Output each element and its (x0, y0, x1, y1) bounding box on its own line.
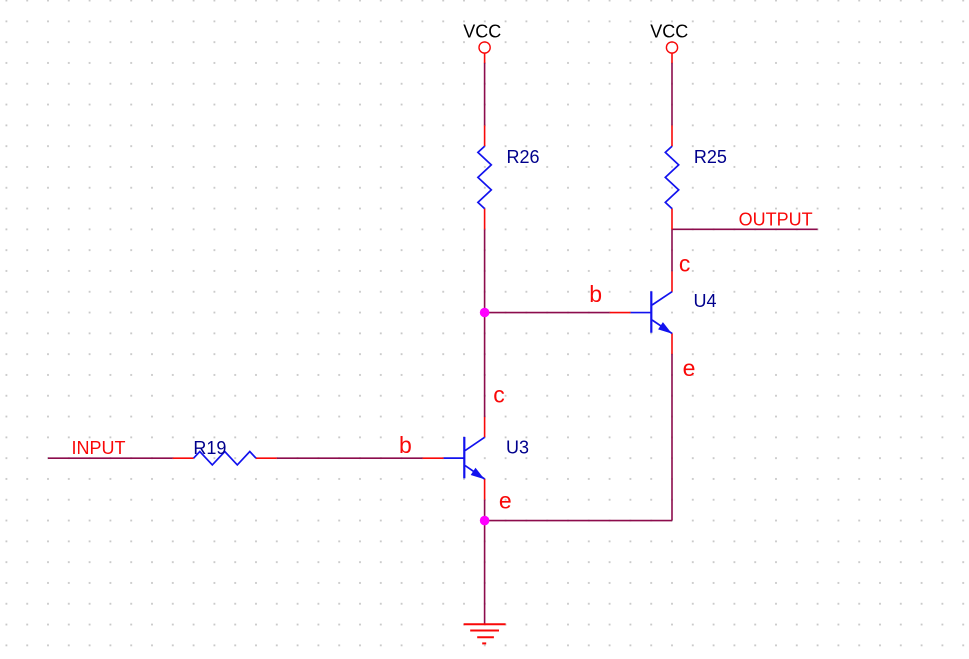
svg-text:OUTPUT: OUTPUT (739, 209, 813, 229)
svg-text:b: b (399, 432, 412, 458)
svg-text:c: c (493, 381, 505, 407)
svg-text:U3: U3 (506, 438, 529, 458)
svg-text:VCC: VCC (650, 22, 688, 42)
svg-text:R19: R19 (193, 438, 226, 458)
svg-text:c: c (679, 251, 691, 277)
svg-text:e: e (683, 355, 696, 381)
svg-text:INPUT: INPUT (72, 438, 126, 458)
svg-text:U4: U4 (694, 291, 717, 311)
svg-text:R25: R25 (694, 147, 727, 167)
svg-text:b: b (589, 281, 602, 307)
svg-text:VCC: VCC (463, 22, 501, 42)
svg-text:e: e (499, 487, 512, 513)
svg-text:R26: R26 (507, 147, 540, 167)
